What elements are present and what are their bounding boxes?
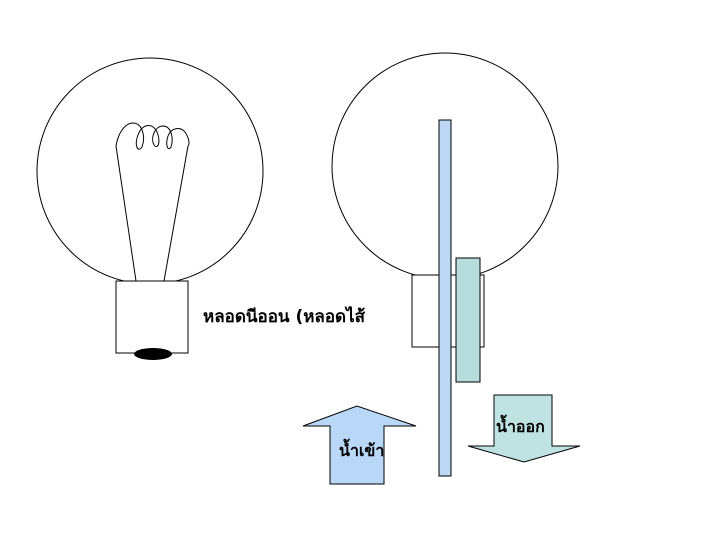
water-in-arrow-shape: [302, 405, 417, 485]
cooling-rod: [438, 119, 452, 477]
filament-support-right: [163, 145, 189, 282]
water-out-arrow-shape: [467, 394, 581, 463]
left-bulb-base: [115, 280, 189, 354]
water-out-arrow: น้ำออก: [467, 394, 581, 463]
filament-coil: [115, 122, 190, 150]
cooling-jacket: [455, 257, 481, 383]
water-in-arrow: น้ำเข้า: [302, 405, 417, 485]
bulb-caption: หลอดนีออน (หลอดไส้: [203, 306, 366, 327]
water-in-label: น้ำเข้า: [339, 438, 384, 460]
water-out-label: น้ำออก: [496, 414, 545, 436]
filament-support-left: [115, 145, 137, 282]
right-bulb: [331, 52, 559, 477]
left-bulb: [36, 57, 264, 360]
left-bulb-base-contact: [134, 348, 172, 360]
left-bulb-glass: [36, 57, 264, 285]
